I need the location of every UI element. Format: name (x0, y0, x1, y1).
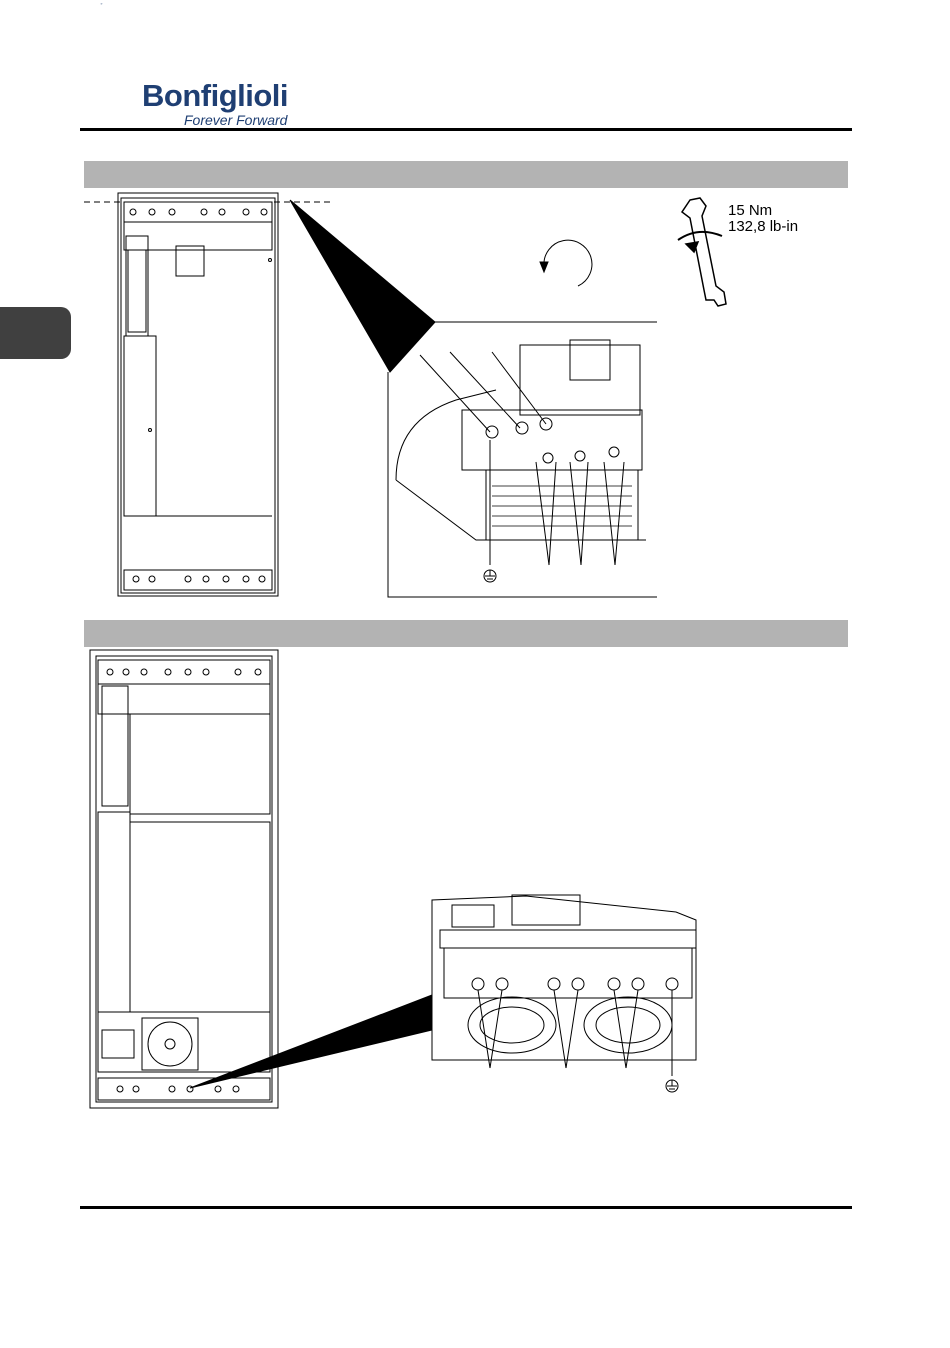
detail-terminals (486, 418, 619, 463)
ground-symbol-icon (666, 1080, 678, 1092)
fan-icon (142, 1018, 198, 1070)
upper-terminal-row (107, 669, 261, 675)
zoom-wedge-bottom (190, 995, 432, 1088)
cabinet-drawing-top (84, 193, 330, 596)
torque-imperial: 132,8 lb-in (728, 218, 798, 235)
cabinet-drawing-bottom (90, 650, 278, 1108)
top-terminal-row (130, 209, 267, 215)
lower-terminal-row (117, 1086, 239, 1092)
rotation-arrow-icon (540, 240, 592, 286)
footer-rule (80, 1206, 852, 1209)
detail-view-bottom (432, 895, 696, 1076)
bottom-terminal-row (133, 576, 265, 582)
detail-bottom-terminals (472, 978, 678, 990)
ground-symbol-icon (484, 570, 496, 582)
wrench-icon (678, 198, 726, 306)
zoom-wedge (290, 200, 435, 372)
detail-view-top (388, 322, 657, 597)
torque-value: 15 Nm (728, 202, 772, 219)
